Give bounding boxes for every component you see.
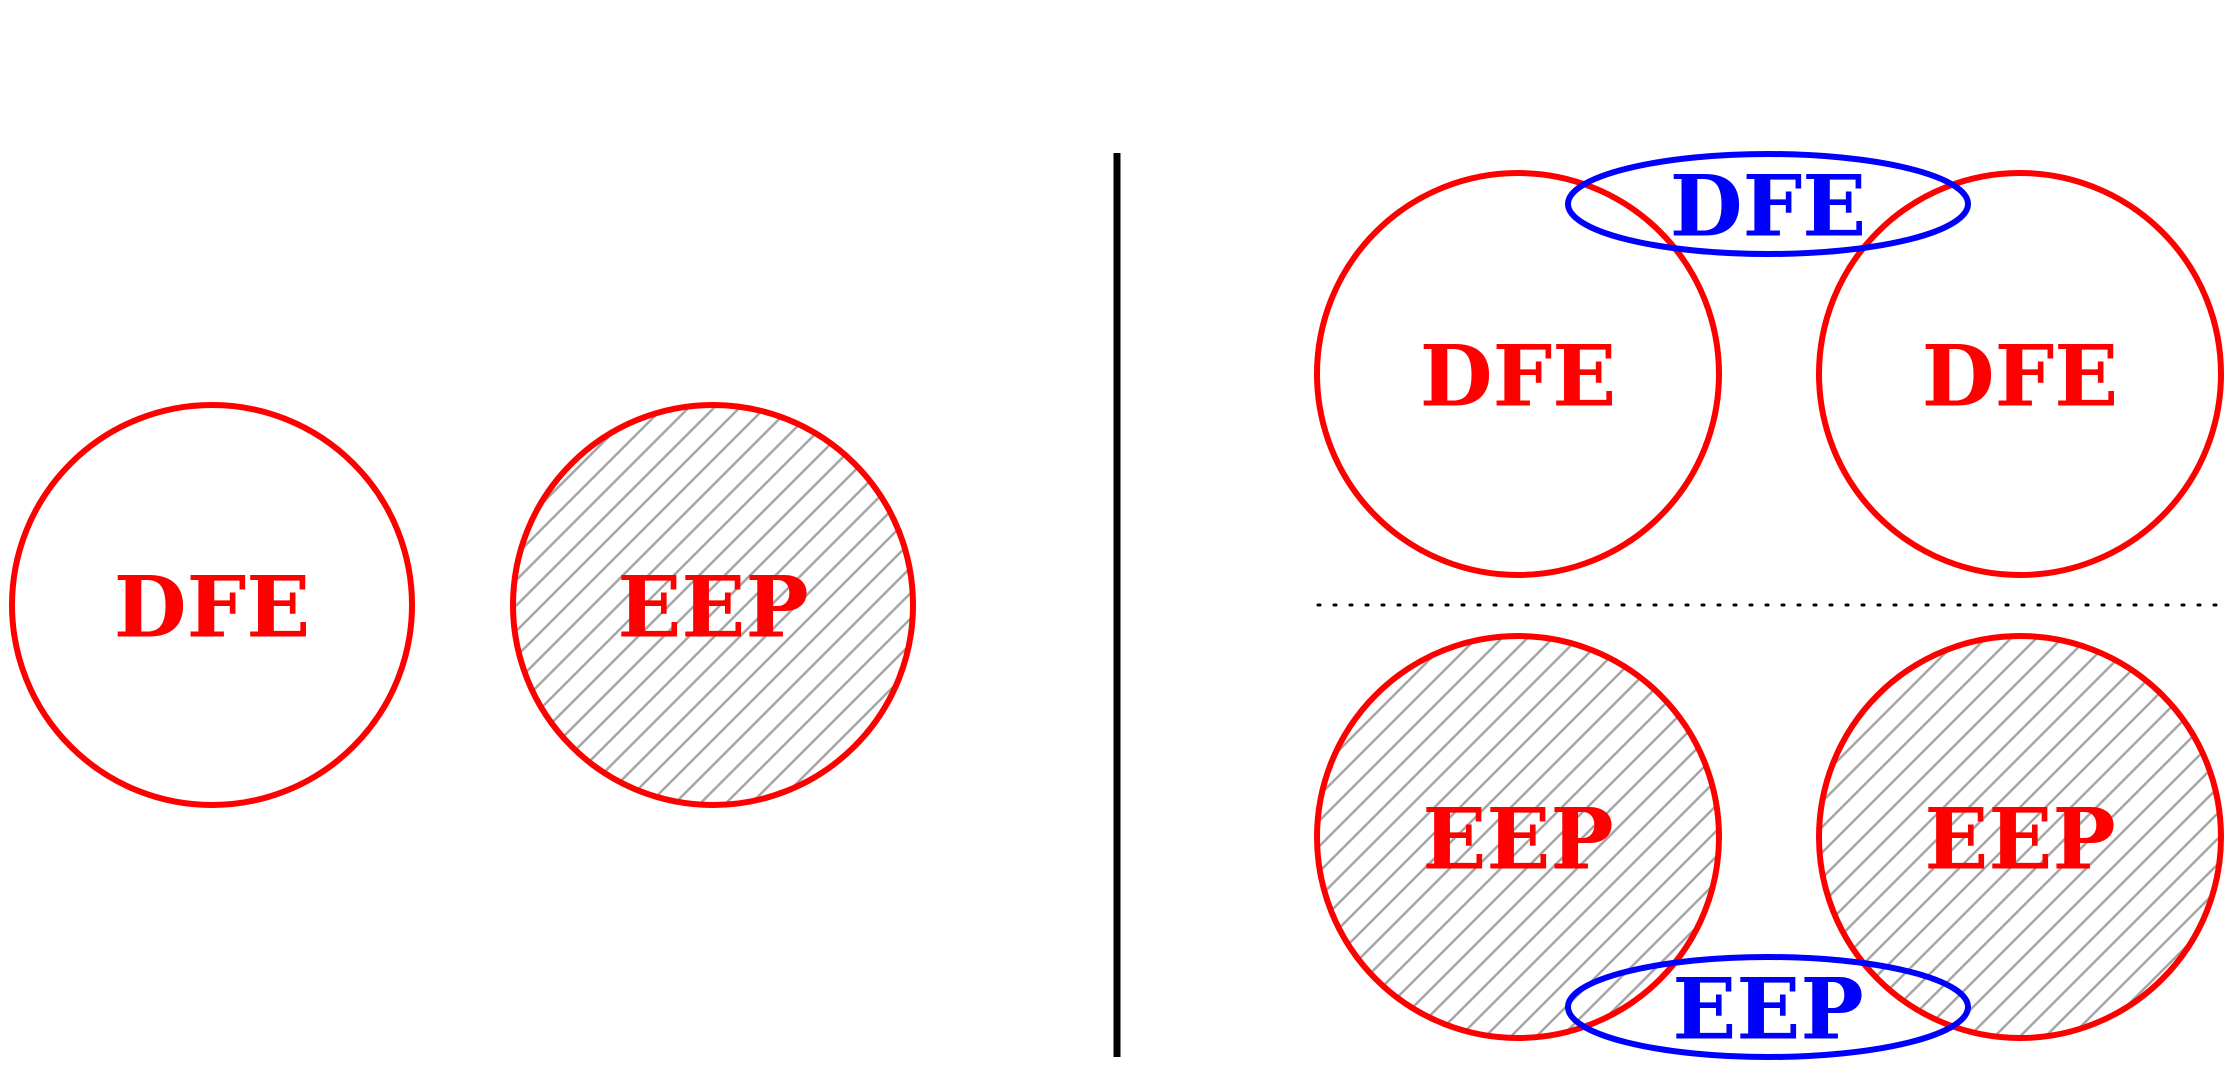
ellipse-label: DFE: [1670, 157, 1867, 256]
hatched-circle-shape: [1314, 633, 1722, 1041]
ellipse-shape: [1565, 954, 1971, 1060]
left-circle-dfe: DFE: [9, 402, 415, 808]
circle-shape: [9, 402, 415, 808]
left-panel: DFE EEP: [9, 402, 916, 808]
circle-label: EEP: [1924, 790, 2115, 889]
bottom-left-circle-eep: EEP: [1314, 633, 1722, 1041]
right-panel-top: DFE DFE DFE: [1314, 151, 2224, 578]
circle-label: DFE: [1420, 327, 1617, 426]
ellipse-label: EEP: [1672, 960, 1863, 1059]
ellipse-shape: [1565, 151, 1971, 257]
circle-shape: [1314, 170, 1722, 578]
circle-label: EEP: [617, 558, 808, 657]
left-circle-eep: EEP: [510, 402, 916, 808]
top-ellipse-dfe: DFE: [1565, 151, 1971, 257]
hatched-circle-shape: [1816, 633, 2224, 1041]
circle-label: EEP: [1422, 790, 1613, 889]
circle-label: DFE: [114, 558, 311, 657]
bottom-ellipse-eep: EEP: [1565, 954, 1971, 1060]
bottom-right-circle-eep: EEP: [1816, 633, 2224, 1041]
top-right-circle-dfe: DFE: [1816, 170, 2224, 578]
top-left-circle-dfe: DFE: [1314, 170, 1722, 578]
circle-label: DFE: [1922, 327, 2119, 426]
hatched-circle-shape: [510, 402, 916, 808]
right-panel-bottom: EEP EEP EEP: [1314, 633, 2224, 1060]
circle-shape: [1816, 170, 2224, 578]
